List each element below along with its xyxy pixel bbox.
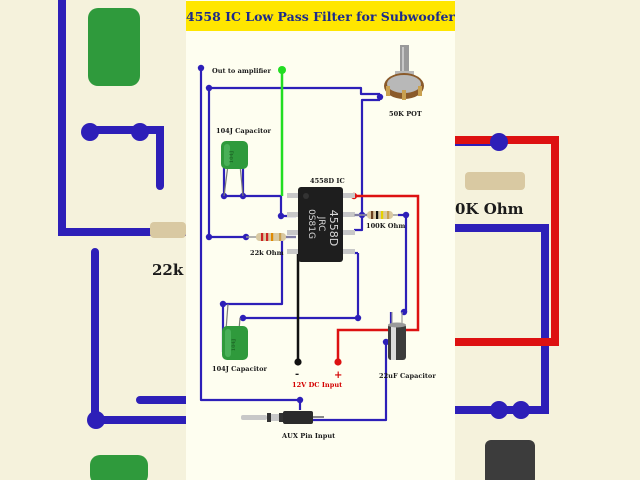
ic-chip-icon [287, 187, 355, 262]
capacitor-top-icon [221, 141, 248, 197]
resistor-22k-icon [246, 233, 296, 241]
res-22k-label: 22k Ohm [250, 249, 284, 257]
pot-label: 50K POT [389, 110, 422, 118]
negative-terminal-dot [294, 358, 302, 366]
cap-bottom-label: 104J Capacitor [212, 365, 268, 373]
title-bar: 4558 IC Low Pass Filter for Subwoofer [186, 1, 455, 31]
ic-marking-line3: 0S81G [306, 209, 316, 239]
cap-bottom-marking: 104J [231, 338, 237, 351]
potentiometer-icon [384, 45, 424, 100]
aux-input-label: AUX Pin Input [281, 432, 336, 440]
out-to-amplifier-label: Out to amplifier [212, 67, 271, 75]
ic-label: 4558D IC [310, 177, 345, 185]
bg-left-22k-label: 22k [152, 261, 184, 279]
circuit-panel: 104J 4558D JRC 0S81G [186, 0, 455, 480]
circuit-diagram: 104J 4558D JRC 0S81G [197, 45, 436, 440]
capacitor-bottom-icon [222, 303, 248, 360]
page-title: 4558 IC Low Pass Filter for Subwoofer [186, 8, 455, 24]
power-input-label: 12V DC Input [292, 381, 343, 389]
resistor-100k-icon [354, 211, 398, 219]
aux-jack-icon [241, 411, 324, 424]
out-to-amplifier-dot [278, 66, 286, 74]
background-right-blurred: 0K Ohm [455, 0, 640, 480]
background-left-blurred: 22k [0, 0, 186, 480]
cap-top-label: 104J Capacitor [216, 127, 272, 135]
positive-wire [336, 194, 420, 362]
cap-top-marking: 104J [229, 150, 235, 163]
minus-sign: - [295, 369, 299, 380]
bg-right-100k-label: 0K Ohm [455, 200, 524, 218]
ic-marking-line2: JRC [316, 216, 326, 232]
electrolytic-cap-label: 22uF Capacitor [379, 372, 436, 380]
electrolytic-capacitor-icon [388, 312, 406, 360]
plus-sign: + [334, 370, 342, 381]
ic-marking-line1: 4558D [327, 210, 340, 246]
positive-terminal-dot [334, 358, 342, 366]
res-100k-label: 100K Ohm [366, 222, 405, 230]
